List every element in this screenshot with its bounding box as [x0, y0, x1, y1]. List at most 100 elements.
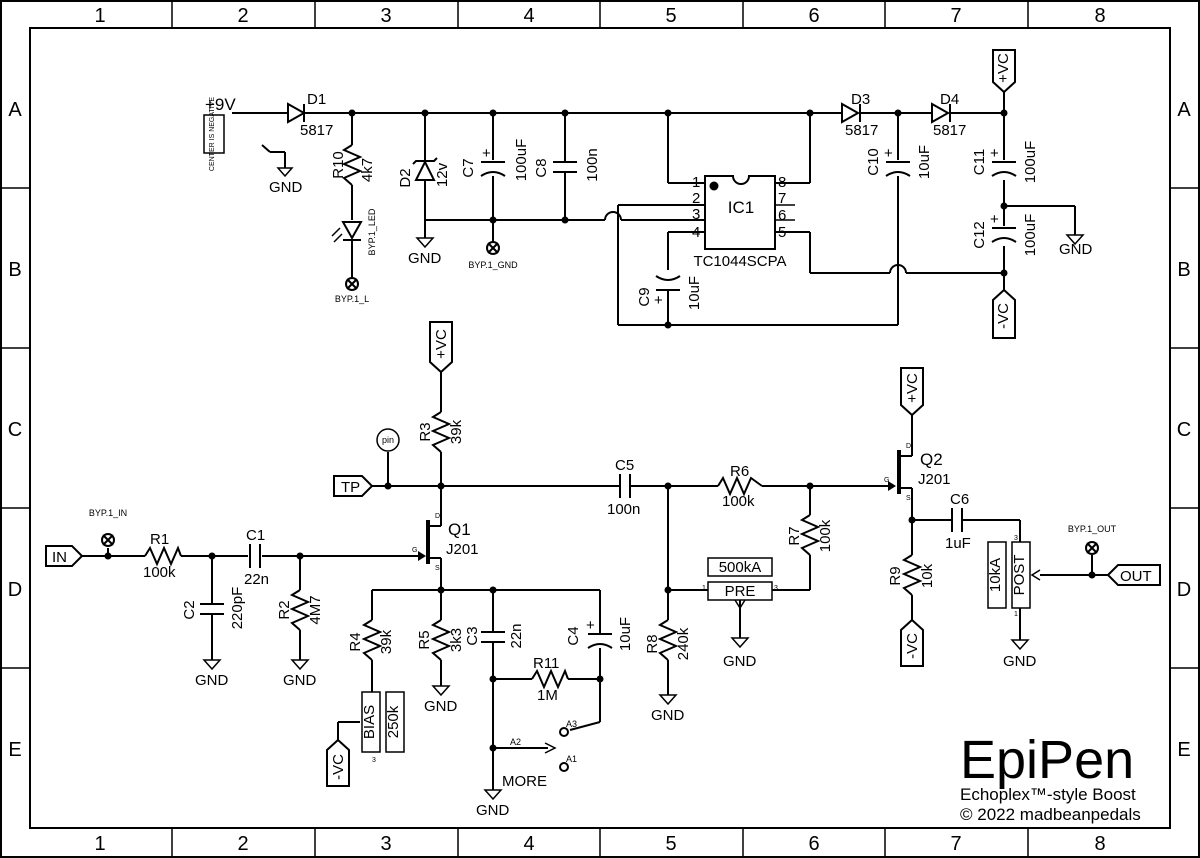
- d2-value: 12v: [434, 162, 451, 187]
- gnd-symbol: GND: [408, 237, 442, 267]
- c1-name: C1: [246, 527, 265, 544]
- cap-c8: C8 100n: [533, 148, 601, 181]
- d3-value: 5817: [845, 122, 878, 139]
- q2-value: J201: [918, 471, 951, 488]
- c10-value: 10uF: [916, 145, 933, 179]
- r3-value: 39k: [448, 419, 465, 444]
- resistor-r5: R5 3k3: [416, 619, 465, 661]
- jfet-q2: D G S Q2 J201: [884, 443, 951, 502]
- schematic-subtitle: Echoplex™-style Boost: [960, 785, 1136, 804]
- r7-value: 100k: [817, 519, 834, 552]
- c9-name: C9: [636, 287, 653, 306]
- ic-pin: 2: [692, 190, 700, 207]
- col-label: 1: [94, 5, 105, 27]
- rail-pos-q1: +VC: [429, 321, 453, 374]
- row-labels-left: A B C D E: [8, 99, 23, 761]
- d1-value: 5817: [300, 122, 333, 139]
- c5-name: C5: [615, 457, 634, 474]
- r5-name: R5: [416, 630, 433, 649]
- c3-value: 22n: [508, 623, 525, 648]
- c6-name: C6: [950, 491, 969, 508]
- resistor-r11: R11 1M: [531, 655, 569, 704]
- tp-label: TP: [341, 479, 360, 496]
- c1-value: 22n: [244, 571, 269, 588]
- column-labels-bottom: 1 2 3 4 5 6 7 8: [94, 833, 1105, 855]
- pot-post: 10kA POST 3 1: [987, 535, 1041, 618]
- row-label: A: [1177, 99, 1191, 121]
- row-label: B: [8, 259, 21, 281]
- r11-name: R11: [533, 655, 559, 672]
- pad-gnd: BYP.1_GND: [468, 241, 518, 270]
- byp-in-label: BYP.1_IN: [89, 508, 127, 518]
- post-value: 10kA: [987, 558, 1004, 592]
- ic-pin: 6: [778, 207, 786, 224]
- ic-pin: 4: [692, 224, 700, 241]
- port-in-label: IN: [52, 549, 67, 566]
- byp-out-label: BYP.1_OUT: [1068, 524, 1117, 534]
- ic-pin: 7: [778, 190, 786, 207]
- diode-d1: D1 5817: [287, 91, 333, 139]
- pin-d: D: [435, 513, 440, 520]
- junction-dots: [348, 109, 1008, 329]
- q1-name: Q1: [448, 520, 471, 539]
- plus-mark: +: [990, 211, 999, 228]
- pot-pin: 1: [702, 585, 706, 592]
- r2-value: 4M7: [307, 595, 324, 624]
- d4-name: D4: [940, 91, 959, 108]
- col-label: 2: [237, 833, 248, 855]
- c8-name: C8: [533, 158, 550, 177]
- pad-led: BYP.1_L: [335, 277, 369, 304]
- d4-value: 5817: [933, 122, 966, 139]
- c11-value: 100uF: [1022, 141, 1039, 184]
- jfet-q1: D G S Q1 J201: [412, 513, 479, 572]
- col-label: 3: [380, 5, 391, 27]
- pin-s: S: [435, 565, 440, 572]
- col-label: 1: [94, 833, 105, 855]
- port-in: IN: [45, 545, 84, 567]
- gnd-label: GND: [1003, 653, 1037, 670]
- row-label: C: [1177, 419, 1191, 441]
- row-label: E: [8, 739, 21, 761]
- gnd-symbol: GND: [269, 167, 303, 196]
- switch-a1: A1: [566, 754, 577, 764]
- d2-name: D2: [397, 168, 414, 187]
- pot-pin: 3: [372, 757, 376, 764]
- r10-value: 4k7: [359, 158, 376, 182]
- gnd-pad-label: BYP.1_GND: [468, 260, 518, 270]
- c2-name: C2: [181, 600, 198, 619]
- c3-name: C3: [464, 626, 481, 645]
- ic-pin: 8: [778, 174, 786, 191]
- pin-g: G: [412, 547, 417, 554]
- plus-mark: +: [654, 292, 663, 309]
- row-label: A: [8, 99, 22, 121]
- rail-neg-bias: -VC: [326, 738, 350, 787]
- row-label: E: [1177, 739, 1190, 761]
- schematic-title: EpiPen: [960, 730, 1134, 790]
- resistor-r6: R6 100k: [717, 463, 763, 510]
- r4-value: 39k: [378, 629, 395, 654]
- led: BYP.1_LED: [331, 208, 377, 255]
- diode-d4: D4 5817: [931, 91, 966, 139]
- switch-a2: A2: [510, 737, 521, 747]
- cap-c6: C6 1uF: [945, 491, 971, 552]
- led-label: BYP.1_LED: [367, 208, 377, 255]
- resistor-r2: R2 4M7: [276, 589, 324, 631]
- row-labels-right: A B C D E: [1177, 99, 1192, 761]
- diode-d3: D3 5817: [841, 91, 878, 139]
- gnd-label: GND: [408, 250, 442, 267]
- col-label: 5: [665, 833, 676, 855]
- ic1-part: TC1044SCPA: [693, 253, 786, 270]
- gnd-symbol: GND: [723, 637, 757, 670]
- copyright: © 2022 madbeanpedals: [960, 805, 1141, 824]
- r6-name: R6: [730, 463, 749, 480]
- pre-value: 500kA: [719, 559, 762, 576]
- ic-pin: 3: [692, 206, 700, 223]
- test-pin: pin: [376, 428, 400, 452]
- rail-neg-top: -VC: [992, 288, 1016, 339]
- gnd-label: GND: [269, 179, 303, 196]
- c7-name: C7: [460, 158, 477, 177]
- rail-label: +VC: [904, 373, 921, 403]
- gnd-label: GND: [651, 707, 685, 724]
- zener-d2: D2 12v: [397, 157, 451, 188]
- q2-name: Q2: [920, 450, 943, 469]
